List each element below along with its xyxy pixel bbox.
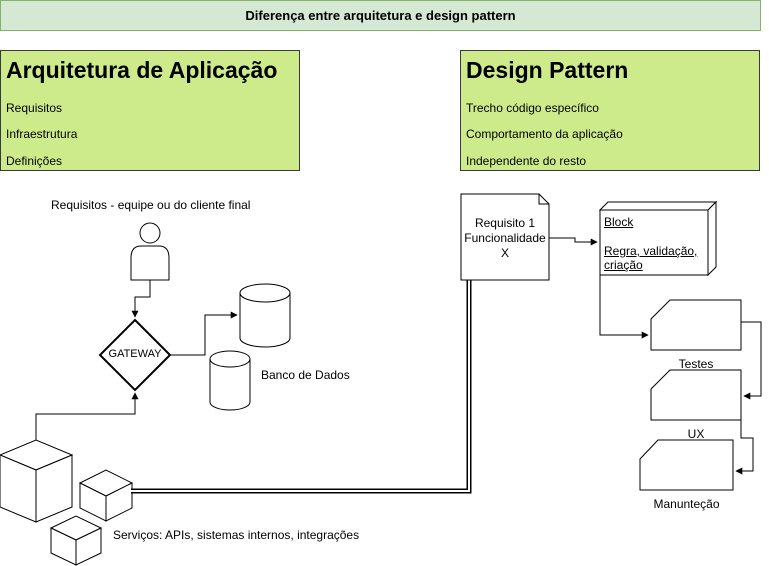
cube-icon bbox=[0, 439, 74, 523]
database-icon bbox=[209, 350, 251, 411]
actor-label: Requisitos - equipe ou do cliente final bbox=[51, 198, 251, 212]
ux-to-manutencao-edge bbox=[735, 400, 754, 475]
block-to-testes-edge bbox=[599, 275, 649, 339]
gateway-to-database-edge bbox=[170, 311, 238, 356]
block-text: Regra, validação, criação bbox=[604, 244, 697, 272]
design-pattern-item: Comportamento da aplicação bbox=[466, 127, 623, 141]
stage-label-ux: UX bbox=[687, 427, 705, 441]
block-text-line: criação bbox=[604, 258, 643, 272]
database-icon bbox=[239, 283, 291, 348]
services-label: Serviços: APIs, sistemas internos, integ… bbox=[113, 528, 360, 542]
design-pattern-item: Trecho código específico bbox=[466, 101, 599, 115]
actor-to-gateway-edge bbox=[131, 280, 151, 318]
requirement-note-line: X bbox=[500, 246, 509, 260]
person-icon bbox=[130, 222, 170, 281]
block-title: Block bbox=[604, 215, 634, 229]
block-text-line: Regra, validação, bbox=[604, 244, 698, 258]
design-pattern-panel-title: Design Pattern bbox=[466, 57, 629, 83]
requirement-note-line: Requisito 1 bbox=[474, 216, 536, 230]
architecture-item: Requisitos bbox=[6, 101, 63, 115]
stage-label-testes: Testes bbox=[678, 357, 714, 371]
architecture-panel: Arquitetura de Aplicação Requisitos Infr… bbox=[0, 50, 300, 171]
stage-label-manutencao: Manunteção bbox=[653, 497, 720, 511]
stage-card-manutencao bbox=[639, 439, 734, 491]
gateway-label: GATEWAY bbox=[108, 348, 162, 360]
design-pattern-item: Independente do resto bbox=[466, 154, 587, 168]
stage-card-testes bbox=[650, 299, 742, 351]
requirement-note bbox=[460, 193, 550, 281]
gateway-diamond bbox=[98, 318, 172, 392]
services-to-gateway-edge bbox=[35, 392, 139, 440]
block-box bbox=[598, 200, 718, 277]
database-label: Banco de Dados bbox=[261, 368, 350, 382]
architecture-item: Infraestrutura bbox=[6, 127, 78, 141]
architecture-panel-title: Arquitetura de Aplicação bbox=[6, 57, 278, 83]
cube-icon bbox=[49, 515, 103, 566]
requirement-note-text: Requisito 1 Funcionalidade X bbox=[461, 216, 549, 261]
cube-icon bbox=[78, 469, 134, 522]
stage-card-ux bbox=[650, 369, 742, 421]
requirement-note-line: Funcionalidade bbox=[464, 231, 546, 245]
diagram-title: Diferença entre arquitetura e design pat… bbox=[0, 0, 761, 31]
design-pattern-panel: Design Pattern Trecho código específico … bbox=[460, 50, 760, 171]
requirement-to-block-edge bbox=[549, 237, 598, 246]
architecture-item: Definições bbox=[6, 154, 63, 168]
services-to-requirement-link bbox=[131, 280, 472, 494]
testes-to-ux-edge bbox=[741, 321, 762, 400]
